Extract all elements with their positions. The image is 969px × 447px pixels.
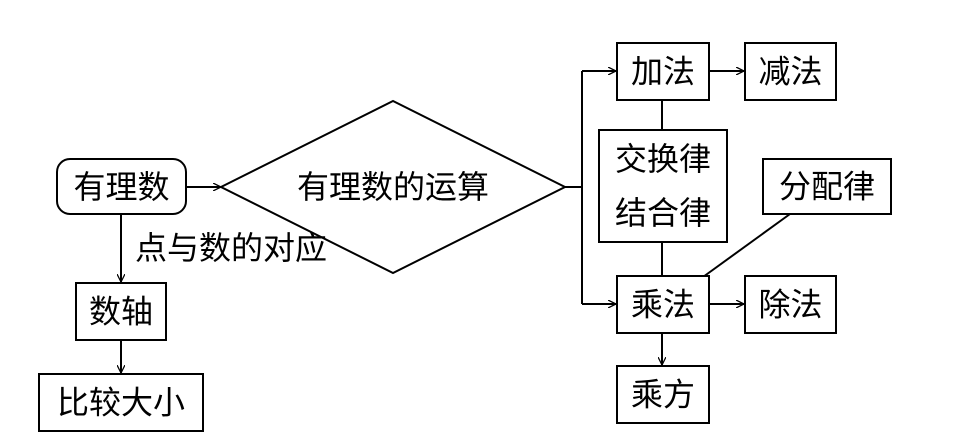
correspondence-label: 点与数的对应 xyxy=(135,229,327,267)
node-power: 乘方 xyxy=(616,365,710,424)
node-number-line: 数轴 xyxy=(75,282,167,341)
edge-distributive-to-multiplication xyxy=(702,213,791,278)
node-laws: 交换律 结合律 xyxy=(598,129,728,243)
node-division-label: 除法 xyxy=(758,286,822,324)
node-distributive-label: 分配律 xyxy=(779,168,875,206)
node-operations: 有理数的运算 xyxy=(218,99,568,275)
node-operations-label: 有理数的运算 xyxy=(297,168,489,206)
node-power-label: 乘方 xyxy=(631,376,695,414)
node-rational-label: 有理数 xyxy=(73,168,169,206)
node-division: 除法 xyxy=(744,275,837,334)
node-rational: 有理数 xyxy=(56,158,187,215)
node-subtraction: 减法 xyxy=(744,42,837,101)
node-addition: 加法 xyxy=(616,42,710,101)
node-compare: 比较大小 xyxy=(38,373,204,432)
node-laws-line1: 交换律 xyxy=(615,140,711,178)
node-distributive: 分配律 xyxy=(762,158,892,215)
node-multiplication: 乘法 xyxy=(616,275,710,334)
node-laws-line2: 结合律 xyxy=(615,194,711,232)
node-number-line-label: 数轴 xyxy=(89,293,153,331)
node-addition-label: 加法 xyxy=(631,53,695,91)
node-multiplication-label: 乘法 xyxy=(631,286,695,324)
connectors xyxy=(121,71,791,373)
node-subtraction-label: 减法 xyxy=(758,53,822,91)
node-compare-label: 比较大小 xyxy=(57,384,185,422)
